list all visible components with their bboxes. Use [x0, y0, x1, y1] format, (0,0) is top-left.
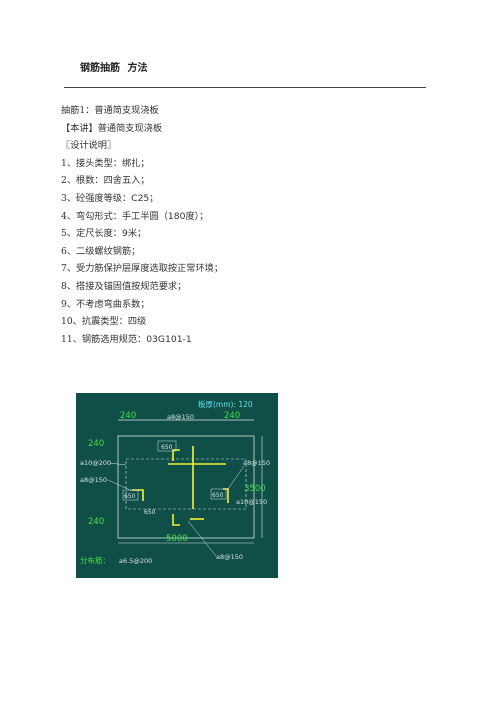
note-line: 2、根数：四舍五入； [61, 175, 150, 187]
note-line: 4、弯勾形式：手工半圆（180度）； [61, 210, 209, 222]
dim-240-top-left: 240 [120, 411, 136, 421]
note-line: 5、定尺长度：9米； [61, 228, 147, 240]
inner-dashed-outline [125, 458, 247, 510]
rebar-top-hook [172, 449, 180, 461]
leader-left-2 [107, 479, 133, 492]
dim-650-right-box [210, 488, 227, 500]
design-notes: 抽筋1：普通简支现浇板 【本讲】普通简支现浇板 〖设计说明〗 1、接头类型：绑扎… [61, 102, 441, 348]
note-line: 〖设计说明〗 [61, 140, 117, 152]
dim-650-top-box [157, 440, 177, 452]
note-line: 6、二级螺纹钢筋； [61, 245, 141, 257]
note-line: 【本讲】普通简支现浇板 [61, 122, 163, 134]
distribution-rebar-label: 分布筋： [80, 555, 110, 565]
distribution-rebar-value: a6.5@200 [119, 557, 152, 565]
rebar-right-label-2: a10@150 [236, 498, 267, 506]
title-sub: 方法 [127, 63, 148, 74]
dim-650-left-box [122, 489, 139, 501]
board-thickness-label: 板厚(mm): 120 [198, 399, 253, 409]
rebar-bottom-hook [172, 514, 180, 526]
dim-3500: 3500 [244, 484, 266, 494]
dim-650-right: 650 [212, 492, 224, 499]
note-line: 9、不考虑弯曲系数； [61, 298, 150, 310]
rebar-right-hook [223, 488, 229, 503]
note-line: 1、接头类型：绑扎； [61, 157, 150, 169]
slab-outline [117, 435, 255, 539]
leader-bottom [187, 520, 217, 557]
rebar-top-label: a8@150 [167, 413, 194, 421]
note-line: 11、钢筋选用规范：03G101-1 [61, 333, 192, 345]
note-line: 7、受力筋保护层厚度选取按正常环境； [61, 263, 224, 275]
rebar-left-label-1: a10@200 [80, 459, 111, 467]
dim-650-top: 650 [161, 444, 173, 451]
note-line: 10、抗震类型：四级 [61, 316, 147, 328]
dim-650-bottom: 650 [144, 509, 156, 516]
dim-240-top-right: 240 [224, 411, 240, 421]
title-main: 钢筋抽筋 [80, 63, 120, 74]
rebar-bottom-label: a8@150 [216, 553, 243, 561]
slab-reinforcement-drawing: 板厚(mm): 120 240 240 a8@150 650 650 650 6… [76, 393, 278, 578]
note-line: 3、砼强度等级：C25； [61, 192, 159, 204]
title-divider [64, 87, 426, 88]
dim-5000: 5000 [166, 534, 188, 544]
rebar-left-label-2: a8@150 [80, 476, 107, 484]
dim-650-left: 650 [124, 493, 136, 500]
document-title: 钢筋抽筋 方法 [80, 59, 151, 74]
note-line: 抽筋1：普通简支现浇板 [61, 105, 159, 116]
leader-left-1 [109, 462, 127, 466]
note-line: 8、搭接及锚固值按规范要求； [61, 280, 187, 292]
dim-240-left-bottom: 240 [88, 517, 104, 527]
rebar-right-label-1: a8@150 [243, 459, 270, 467]
leader-right-1 [227, 465, 245, 490]
dim-240-left-top: 240 [88, 439, 104, 449]
